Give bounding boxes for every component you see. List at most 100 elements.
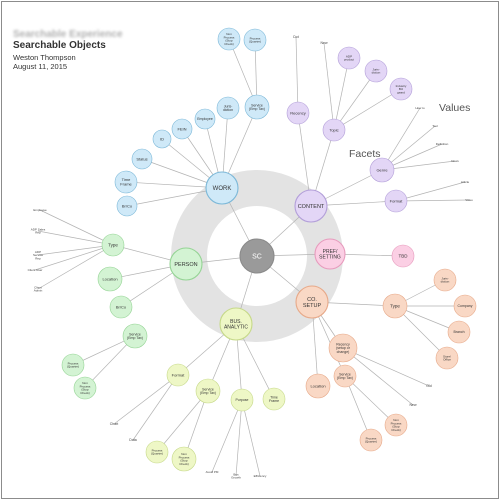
node-circle-w_brco [116,195,138,217]
node-w_id[interactable]: ID [152,129,172,149]
node-circle-w_nonproc [217,27,241,51]
node-s_service[interactable]: Service(Emp Tax) [333,364,357,388]
node-label-s_company: Company [458,304,473,308]
node-s_juris[interactable]: Juris-diction [433,268,457,292]
node-label-s_new: New [409,403,416,407]
node-label-s_type: Type [390,304,400,309]
node-label-setup: CO.SETUP [303,297,322,309]
node-circle-c_juris [364,59,388,83]
node-center[interactable]: SC [239,238,275,274]
title-line-2: Searchable Objects [13,40,106,51]
node-pe_service[interactable]: Service(Emp Tax) [122,323,148,349]
node-person[interactable]: PERSON [169,247,203,281]
node-w_service[interactable]: Service(Emp Tax) [244,94,270,120]
edge-c_recency-w_dot [295,36,299,114]
node-circle-a_timeframe [262,387,286,411]
node-p_tbd[interactable]: TBD [391,244,415,268]
node-label-pe_brco: Br/Co [116,304,127,309]
edge-c_topic-c_juris [333,70,377,131]
node-circle-s_location [305,373,331,399]
node-circle-s_nonproc [384,413,408,437]
node-label-work: WORK [213,186,232,192]
edge-pe_type-pe_adpsales [37,230,114,246]
node-label-s_old: Old [426,384,432,388]
node-label-s_location: Location [310,383,325,388]
node-circle-pe_service [122,323,148,349]
node-circle-s_type [382,293,408,319]
node-s_branch[interactable]: Branch [447,320,471,344]
date: August 11, 2015 [13,62,68,71]
node-c_juris[interactable]: Juris-diction [364,59,388,83]
node-label-w_juris: Juris-diction [223,104,233,112]
node-a_purpose[interactable]: Purpose [230,388,254,412]
node-w_juris[interactable]: Juris-diction [216,96,240,120]
node-w_brco[interactable]: Br/Co [116,195,138,217]
node-s_store[interactable]: Store/Office [435,346,459,370]
node-label-w_new: New [320,41,327,45]
node-c_format[interactable]: Format [384,189,408,213]
node-circle-w_timeframe [114,170,138,194]
node-pe_location[interactable]: Location [97,266,123,292]
node-label-s_process: Process(Quarter) [365,436,377,443]
node-label-s_service: Service(Emp Tax) [337,372,353,380]
node-circle-p_tbd [391,244,415,268]
node-circle-analytic [219,307,253,341]
node-c_genre[interactable]: Genre [369,157,395,183]
node-a_process[interactable]: Process(Quarter) [145,440,169,464]
node-label-c_news: News [451,159,459,163]
node-pe_process[interactable]: Process(Quarter) [61,353,85,377]
node-setup[interactable]: CO.SETUP [295,285,329,319]
node-w_process[interactable]: Process(Quarter) [243,28,267,52]
node-pe_brco[interactable]: Br/Co [109,295,133,319]
node-label-w_employee: Employee [197,117,213,121]
node-w_fein[interactable]: FEIN [171,118,193,140]
node-circle-c_topic [322,118,346,142]
node-label-a_process: Process(Quarter) [151,448,163,455]
edge-a_service-a_process [156,390,209,453]
node-s_process[interactable]: Process(Quarter) [359,428,383,452]
node-circle-a_nonproc [171,446,197,472]
node-s_type[interactable]: Type [382,293,408,319]
node-label-p_tbd: TBD [399,254,409,259]
node-label-pe_location: Location [102,276,117,281]
node-circle-a_process [145,440,169,464]
node-c_topic[interactable]: Topic [322,118,346,142]
node-pe_type[interactable]: Type [101,233,125,257]
node-content[interactable]: CONTENT [294,189,328,223]
edge-s_recency-s_new [342,347,414,406]
edge-pe_type-pe_employee [39,209,114,246]
node-work[interactable]: WORK [205,171,239,205]
node-s_company[interactable]: Company [453,294,477,318]
node-w_employee[interactable]: Employee [194,108,216,130]
node-w_status[interactable]: Status [131,148,153,170]
node-pref[interactable]: PREF/SETTING [314,238,346,270]
node-circle-a_service [195,378,221,404]
node-label-s_branch: Branch [453,330,464,334]
node-c_recency[interactable]: Recency [286,101,310,125]
node-a_service[interactable]: Service(Emp Tax) [195,378,221,404]
node-label-w_brco: Br/Co [122,203,133,208]
node-analytic[interactable]: BUS.ANALYTIC [219,307,253,341]
node-label-analytic: BUS.ANALYTIC [224,319,248,331]
node-circle-s_company [453,294,477,318]
edge-s_service-s_process [344,375,372,441]
node-s_location[interactable]: Location [305,373,331,399]
node-label-pe_clientuser: Client User [28,268,43,272]
node-a_format[interactable]: Format [166,363,190,387]
node-label-pe_process: Process(Quarter) [67,361,79,368]
node-circle-w_process [243,28,267,52]
